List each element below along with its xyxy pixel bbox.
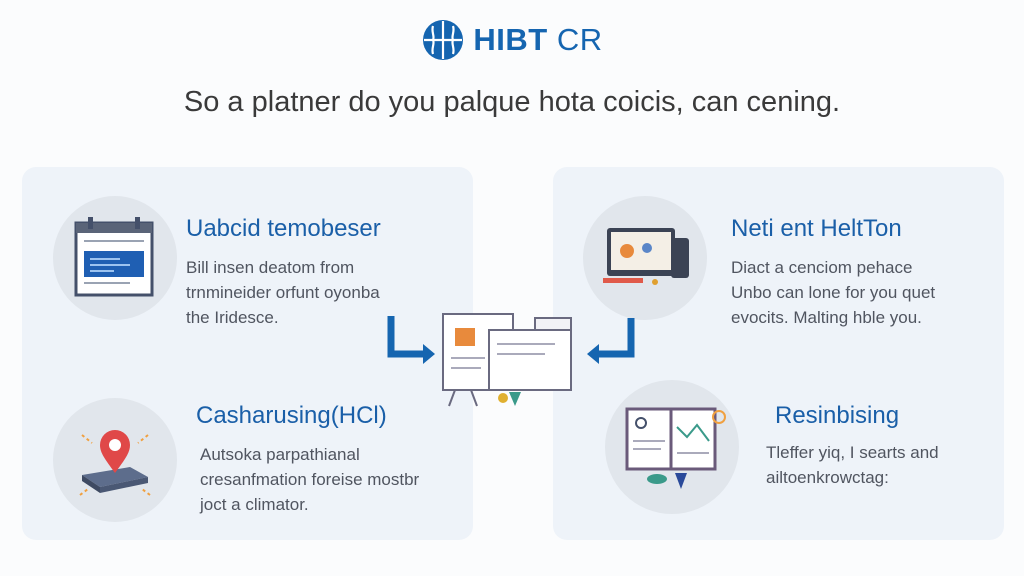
subtitle: So a platner do you palque hota coicis, … <box>183 86 841 118</box>
book-chart-icon <box>605 380 739 514</box>
card-title: Casharusing(HCl) <box>196 402 387 429</box>
brain-logo-icon <box>423 20 464 60</box>
card-title: Neti ent HeltTon <box>731 215 902 242</box>
center-illustration <box>385 288 640 413</box>
logo: HIBT CR <box>0 18 1024 62</box>
devices-icon <box>583 196 707 320</box>
card-title: Resinbising <box>775 402 900 429</box>
calendar-document-icon <box>53 196 177 320</box>
card-title: Uabcid temobeser <box>186 215 381 242</box>
arrow-right-icon <box>387 316 435 364</box>
location-pin-icon <box>53 398 177 522</box>
logo-text: HIBT CR <box>473 22 603 57</box>
arrow-left-icon <box>587 318 635 364</box>
